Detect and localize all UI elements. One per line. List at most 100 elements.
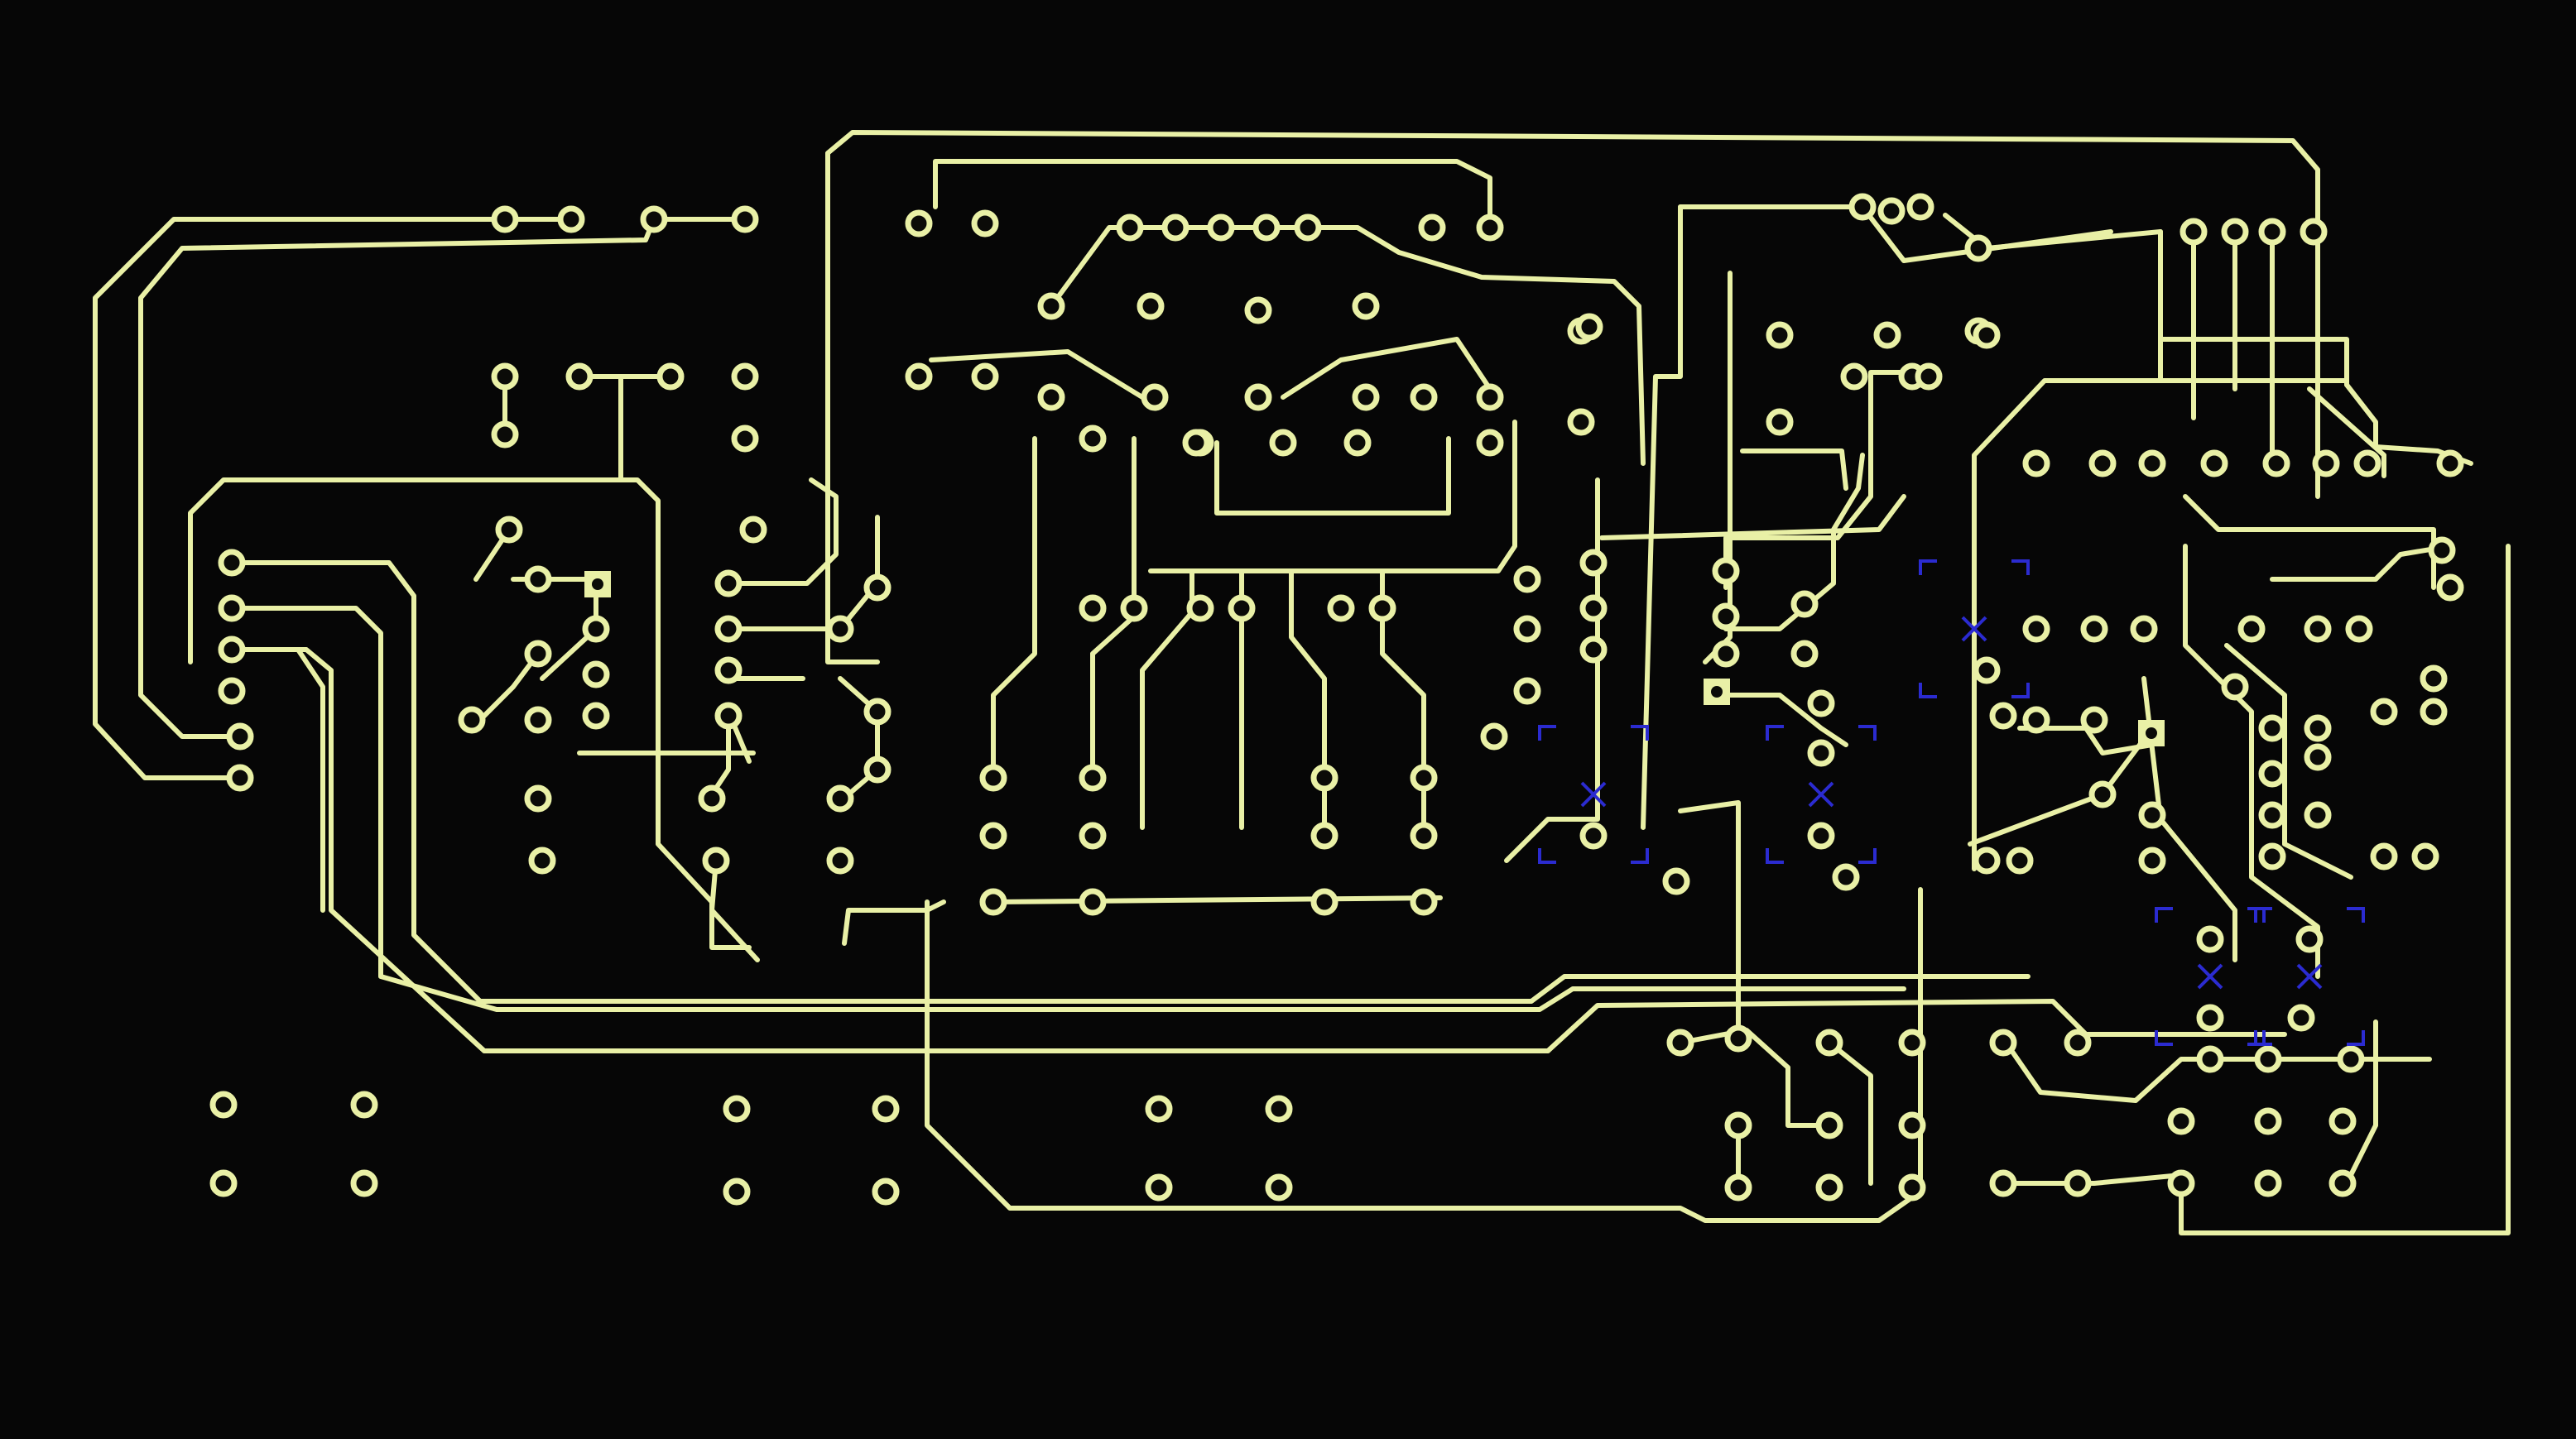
round-via-pad-icon [1182,429,1210,457]
trace-center-bottom1 [842,899,946,946]
round-via-pad-icon [731,205,759,233]
round-via-pad-icon [1807,689,1835,717]
round-via-pad-icon [1964,234,1992,262]
round-via-pad-icon [2337,1045,2365,1073]
round-via-pad-icon [905,209,933,237]
round-via-pad-icon [2167,1107,2195,1135]
round-via-pad-icon [1244,296,1272,324]
round-via-pad-icon [1079,425,1107,453]
round-via-pad-icon [1037,292,1065,320]
round-via-pad-icon [1310,822,1338,850]
round-via-pad-icon [2022,706,2050,734]
round-via-pad-icon [723,1178,751,1206]
round-via-pad-icon [2304,801,2332,829]
round-via-pad-icon [218,677,246,705]
trace-top-left-loop [825,163,880,664]
round-via-pad-icon [1898,1029,1926,1057]
round-via-pad-icon [2436,573,2464,602]
round-via-pad-icon [1840,362,1868,391]
trace-top-inner [933,159,1492,230]
trace-center-ic2 [1289,568,1327,830]
round-via-pad-icon [1476,429,1504,457]
round-via-pad-icon [491,362,519,391]
round-via-pad-icon [2345,615,2373,643]
round-via-pad-icon [1352,292,1380,320]
round-via-pad-icon [1575,313,1603,341]
trace-mid-h1 [1740,448,1848,491]
trace-mid-v4 [1678,800,1741,1037]
round-via-pad-icon [1832,863,1860,891]
trace-center-ic5 [1090,436,1137,789]
round-via-pad-icon [2312,449,2340,477]
round-via-pad-icon [2006,847,2034,875]
trace-center-bottom2 [709,858,760,962]
round-via-pad-icon [1269,429,1297,457]
round-via-pad-icon [1712,557,1740,585]
round-via-pad-icon [698,784,726,813]
round-via-pad-icon [524,784,552,813]
round-via-pad-icon [723,1095,751,1123]
trace-right-mid2 [1723,453,1865,631]
round-via-pad-icon [1141,383,1169,411]
round-via-pad-icon [1973,656,2001,684]
round-via-pad-icon [979,764,1007,792]
round-via-pad-icon [1906,193,1934,221]
round-via-pad-icon [582,702,610,730]
round-via-pad-icon [2328,1169,2357,1197]
trace-left-bus4 [229,647,325,913]
round-via-pad-icon [1079,822,1107,850]
round-via-pad-icon [2022,615,2050,643]
round-via-pad-icon [1815,1111,1843,1139]
round-via-pad-icon [1037,383,1065,411]
trace-bottom-right-frame [2179,544,2511,1235]
trace-left-mid [188,477,752,950]
round-via-pad-icon [1815,1173,1843,1202]
round-via-pad-icon [495,516,523,544]
round-via-pad-icon [872,1178,900,1206]
round-via-pad-icon [2300,218,2328,246]
round-via-pad-icon [1079,594,1107,622]
round-via-pad-icon [218,636,246,664]
round-via-pad-icon [2196,925,2224,953]
round-via-pad-icon [640,205,668,233]
round-via-pad-icon [2167,1169,2195,1197]
round-via-pad-icon [2258,760,2286,788]
round-via-pad-icon [714,656,743,684]
round-via-pad-icon [1567,408,1595,436]
round-via-pad-icon [1310,888,1338,916]
round-via-pad-icon [971,209,999,237]
round-via-pad-icon [1161,213,1189,242]
round-via-pad-icon [2138,449,2166,477]
round-via-pad-icon [1480,722,1508,751]
round-via-pad-icon [1712,602,1740,631]
round-via-pad-icon [1476,383,1504,411]
round-via-pad-icon [2304,743,2332,771]
round-via-pad-icon [1898,1111,1926,1139]
round-via-pad-icon [739,516,767,544]
round-via-pad-icon [1265,1173,1293,1202]
trace-center-ic [1140,568,1194,830]
round-via-pad-icon [524,706,552,734]
round-via-pad-icon [2304,615,2332,643]
round-via-pad-icon [702,847,730,875]
round-via-pad-icon [528,847,556,875]
round-via-pad-icon [1790,590,1819,618]
x-cross-with-corner-brackets-icon [2254,907,2365,1046]
round-via-pad-icon [1079,888,1107,916]
round-via-pad-icon [979,888,1007,916]
round-via-pad-icon [1410,383,1438,411]
round-via-pad-icon [524,640,552,668]
round-via-pad-icon [2420,698,2448,726]
round-via-pad-icon [2328,1107,2357,1135]
round-via-pad-icon [1766,321,1794,349]
round-via-pad-icon [1410,822,1438,850]
round-via-pad-icon [1513,677,1541,705]
round-via-pad-icon [1120,594,1148,622]
round-via-pad-icon [2088,780,2117,808]
round-via-pad-icon [1873,321,1901,349]
round-via-pad-icon [863,755,892,784]
trace-center-top [1049,225,1646,466]
round-via-pad-icon [557,205,585,233]
round-via-pad-icon [565,362,594,391]
